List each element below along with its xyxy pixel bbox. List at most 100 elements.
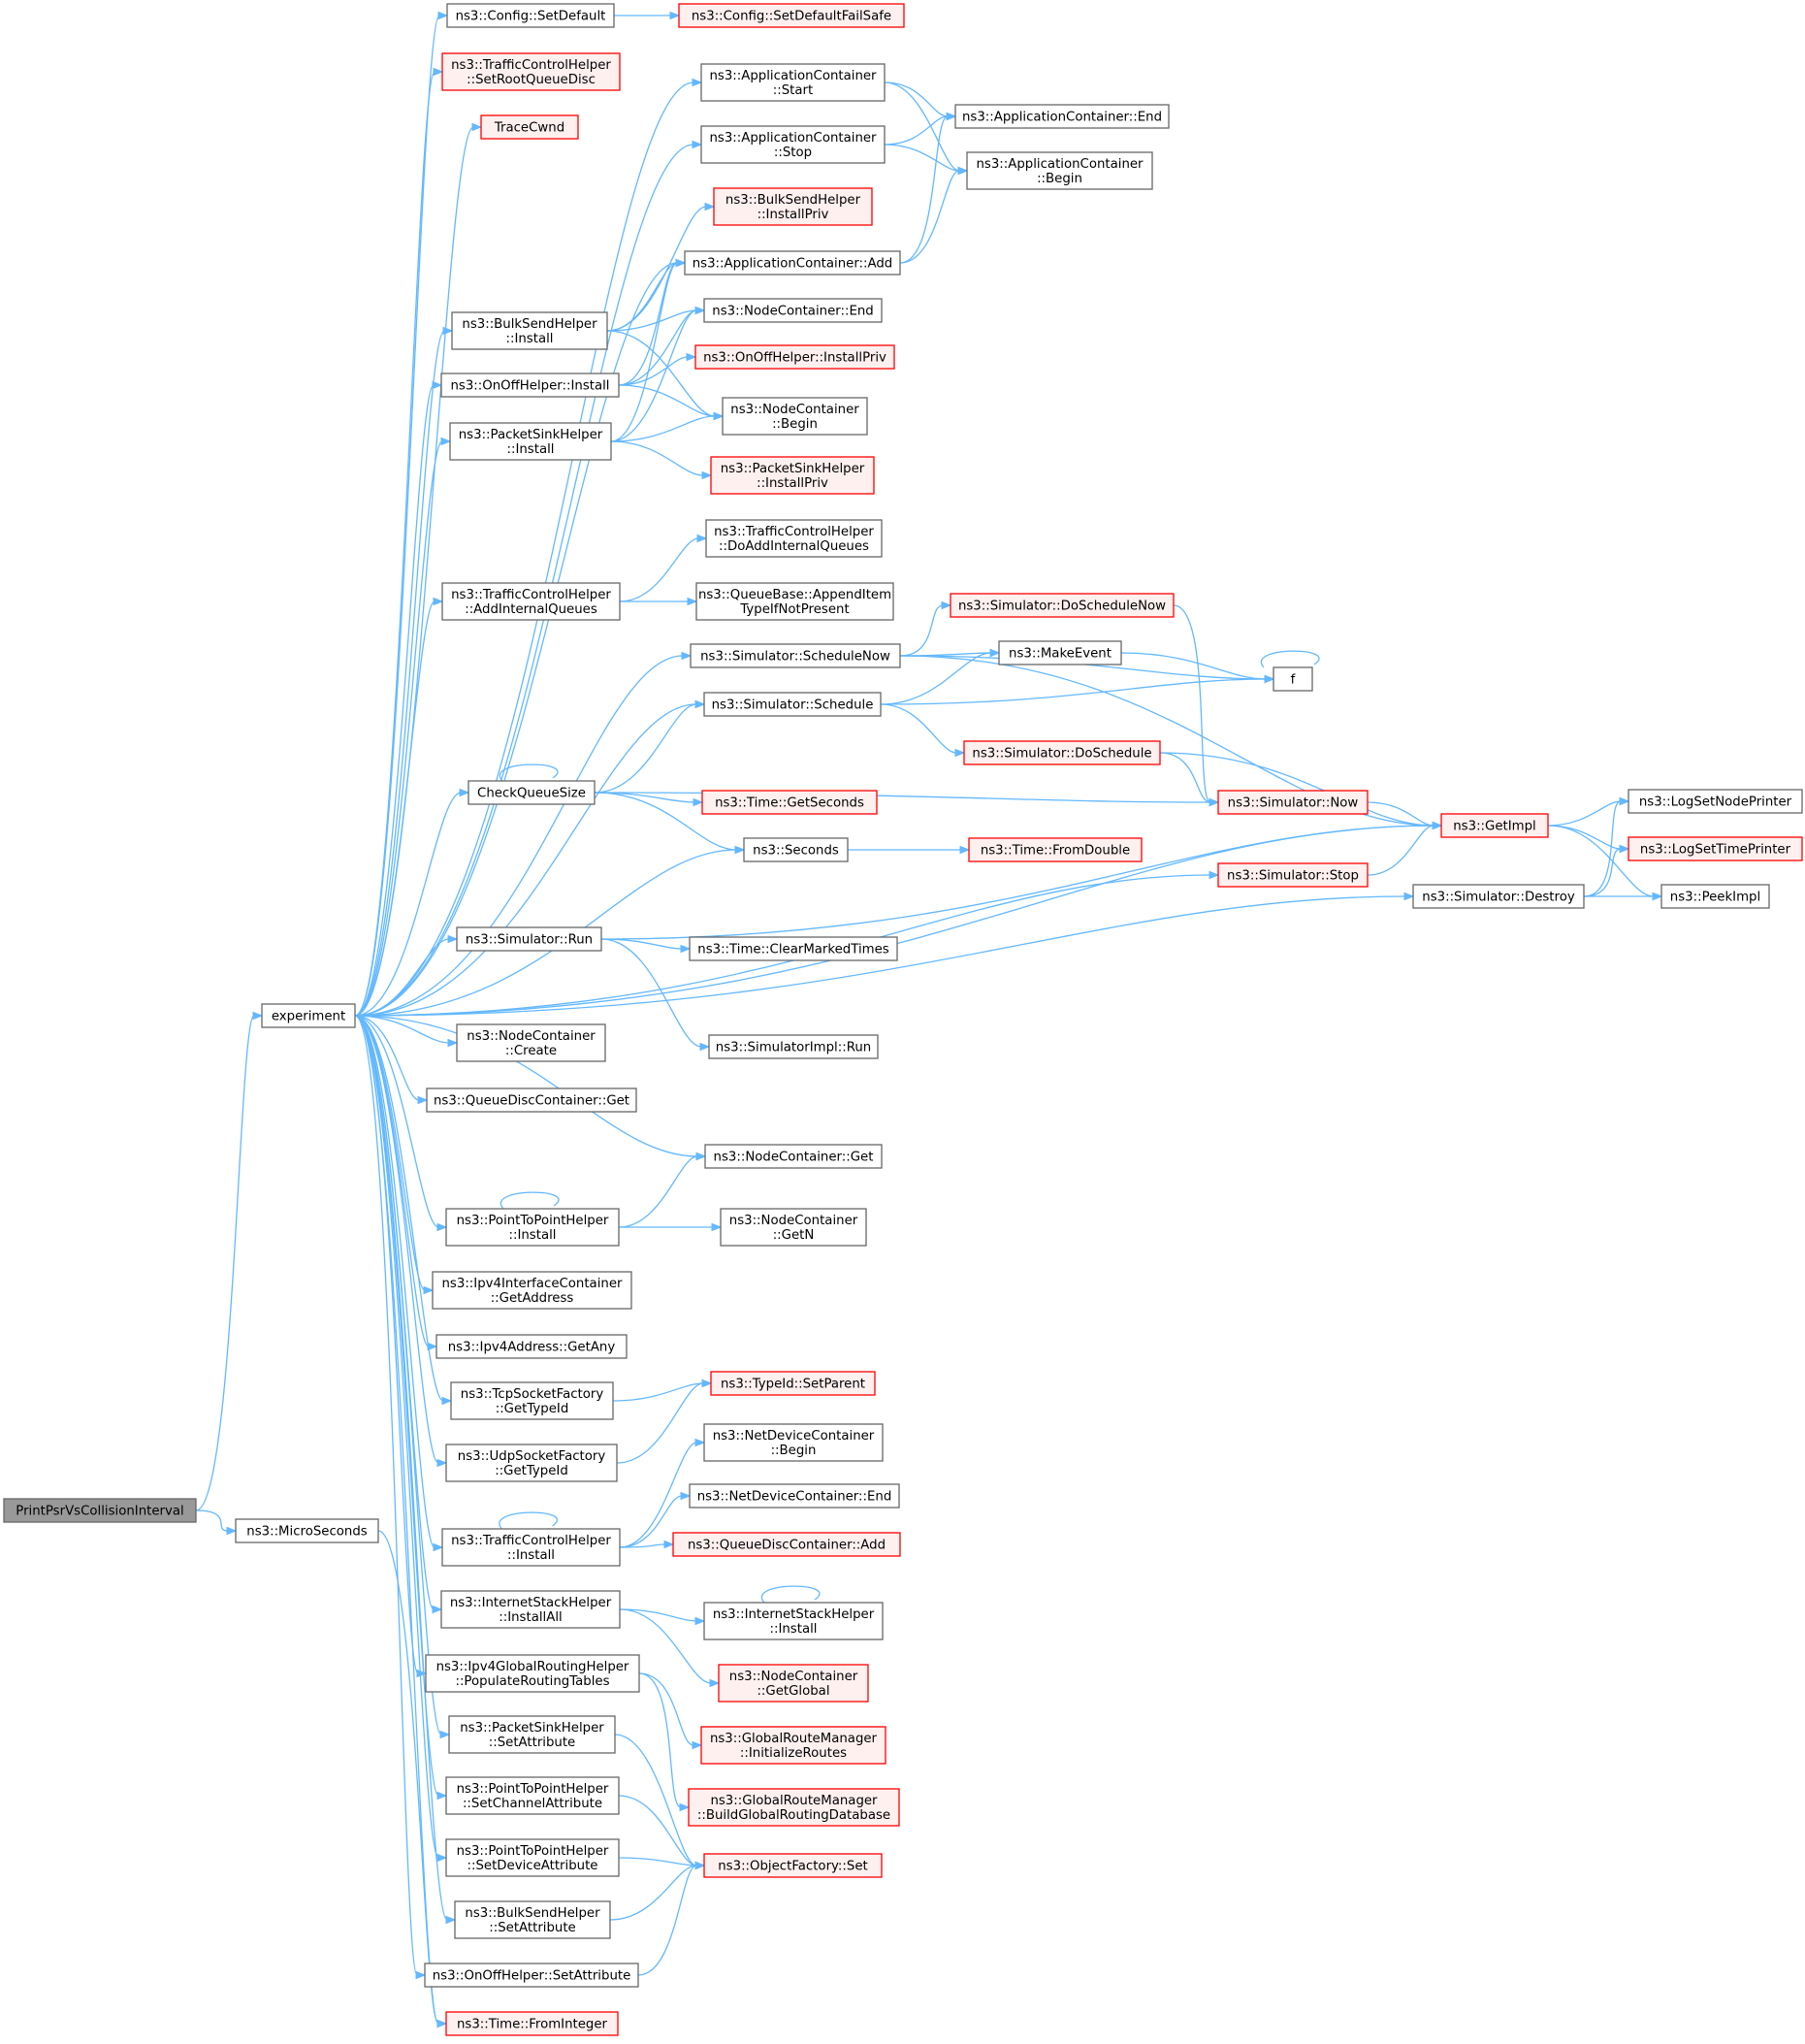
node-ns3-internetstackhelper-install[interactable]: ns3::InternetStackHelper::Install — [703, 1602, 884, 1640]
node-ns3-time-getseconds[interactable]: ns3::Time::GetSeconds — [701, 790, 878, 815]
node-ns3-time-clearmarkedtimes[interactable]: ns3::Time::ClearMarkedTimes — [689, 936, 898, 961]
node-ns3-bulksendhelper-install[interactable]: ns3::BulkSendHelper::Install — [451, 311, 608, 350]
node-ns3-simulator-now[interactable]: ns3::Simulator::Now — [1217, 790, 1369, 815]
node-label: ns3::NodeContainer::Get — [714, 1151, 874, 1165]
node-ns3-netdevicecontainer-end[interactable]: ns3::NetDeviceContainer::End — [689, 1483, 900, 1509]
node-ns3-applicationcontainer-add[interactable]: ns3::ApplicationContainer::Add — [684, 250, 901, 276]
node-ns3-trafficcontrolhelper-setrootqueuedisc[interactable]: ns3::TrafficControlHelper::SetRootQueueD… — [441, 52, 621, 91]
node-ns3-time-frominteger[interactable]: ns3::Time::FromInteger — [445, 2011, 619, 2036]
call-edge-simdestroy-to-logsetnode — [1583, 796, 1630, 897]
node-label: ns3::Simulator::Now — [1228, 796, 1359, 811]
node-ns3-simulatorimpl-run[interactable]: ns3::SimulatorImpl::Run — [708, 1034, 879, 1059]
call-edge-simsn-to-simdosn — [899, 600, 952, 657]
arrowhead-icon — [459, 788, 470, 797]
node-ns3-time-fromdouble[interactable]: ns3::Time::FromDouble — [968, 837, 1143, 862]
node-ns3-pointtopointhelper-setdeviceattribute[interactable]: ns3::PointToPointHelper::SetDeviceAttrib… — [445, 1838, 620, 1877]
node-ns3-globalroutemanager-initializeroutes[interactable]: ns3::GlobalRouteManager::InitializeRoute… — [700, 1726, 886, 1765]
node-ns3-onoffhelper-install[interactable]: ns3::OnOffHelper::Install — [440, 373, 620, 398]
node-ns3-trafficcontrolhelper-addinternalqueues[interactable]: ns3::TrafficControlHelper::AddInternalQu… — [441, 582, 621, 621]
node-label: ns3::Simulator::Stop — [1227, 869, 1359, 884]
node-label: ns3::MakeEvent — [1009, 647, 1112, 662]
node-f[interactable]: f — [1273, 666, 1313, 692]
node-ns3-typeid-setparent[interactable]: ns3::TypeId::SetParent — [710, 1371, 876, 1396]
node-experiment[interactable]: experiment — [261, 1003, 356, 1028]
call-edge-oohset-to-ofset — [637, 1861, 706, 1976]
arrowhead-icon — [687, 597, 698, 606]
node-ns3-config-setdefault[interactable]: ns3::Config::SetDefault — [446, 3, 615, 28]
node-ns3-applicationcontainer-start[interactable]: ns3::ApplicationContainer::Start — [700, 63, 886, 102]
node-ns3-peekimpl[interactable]: ns3::PeekImpl — [1660, 884, 1770, 909]
node-box — [694, 344, 895, 370]
node-ns3-onoffhelper-setattribute[interactable]: ns3::OnOffHelper::SetAttribute — [424, 1963, 639, 1988]
node-ns3-globalroutemanager-buildglobalroutingdatabase[interactable]: ns3::GlobalRouteManager::BuildGlobalRout… — [688, 1788, 900, 1827]
node-label: ::GetGlobal — [757, 1684, 829, 1699]
node-box — [480, 114, 579, 140]
node-ns3-nodecontainer-getn[interactable]: ns3::NodeContainer::GetN — [720, 1208, 867, 1247]
call-edge-experiment-to-qdcget — [354, 1015, 429, 1105]
node-ns3-internetstackhelper-installall[interactable]: ns3::InternetStackHelper::InstallAll — [440, 1590, 621, 1629]
node-ns3-logsettimeprinter[interactable]: ns3::LogSetTimePrinter — [1628, 836, 1803, 861]
node-ns3-simulator-doschedulenow[interactable]: ns3::Simulator::DoScheduleNow — [950, 593, 1175, 618]
node-label: ns3::ApplicationContainer — [709, 131, 877, 146]
node-ns3-nodecontainer-getglobal[interactable]: ns3::NodeContainer::GetGlobal — [718, 1664, 869, 1703]
edge-line — [354, 1015, 444, 1402]
node-label: ns3::OnOffHelper::SetAttribute — [433, 1969, 631, 1984]
node-ns3-pointtopointhelper-install[interactable]: ns3::PointToPointHelper::Install — [445, 1208, 620, 1247]
arrowhead-icon — [663, 1540, 675, 1549]
node-ns3-queuedisccontainer-get[interactable]: ns3::QueueDiscContainer::Get — [426, 1087, 637, 1113]
edge-line — [618, 356, 689, 386]
node-label: ns3::LogSetTimePrinter — [1640, 843, 1791, 858]
node-ns3-seconds[interactable]: ns3::Seconds — [743, 837, 849, 862]
node-ns3-simulator-schedule[interactable]: ns3::Simulator::Schedule — [703, 692, 882, 717]
node-label: ::Stop — [774, 146, 812, 160]
node-checkqueuesize[interactable]: CheckQueueSize — [467, 780, 596, 805]
node-ns3-config-setdefaultfailsafe[interactable]: ns3::Config::SetDefaultFailSafe — [678, 3, 905, 28]
edge-line — [1547, 825, 1622, 850]
node-ns3-applicationcontainer-begin[interactable]: ns3::ApplicationContainer::Begin — [966, 151, 1153, 190]
node-ns3-packetsinkhelper-install[interactable]: ns3::PacketSinkHelper::Install — [449, 422, 612, 461]
node-ns3-queuebase-appenditemtypeifnotpresent[interactable]: ns3::QueueBase::AppendItemTypeIfNotPrese… — [695, 582, 894, 621]
call-edge-bshinst-to-acadd — [606, 258, 687, 332]
node-ns3-applicationcontainer-stop[interactable]: ns3::ApplicationContainer::Stop — [700, 125, 886, 164]
node-ns3-bulksendhelper-setattribute[interactable]: ns3::BulkSendHelper::SetAttribute — [454, 1900, 611, 1939]
node-ns3-simulator-destroy[interactable]: ns3::Simulator::Destroy — [1412, 884, 1585, 909]
node-ns3-applicationcontainer-end[interactable]: ns3::ApplicationContainer::End — [954, 104, 1170, 129]
node-ns3-onoffhelper-installpriv[interactable]: ns3::OnOffHelper::InstallPriv — [694, 344, 895, 370]
node-ns3-bulksendhelper-installpriv[interactable]: ns3::BulkSendHelper::InstallPriv — [713, 187, 873, 226]
node-box — [703, 1423, 884, 1462]
call-edge-pshinst-to-ncbegin — [610, 411, 725, 442]
node-ns3-nodecontainer-create[interactable]: ns3::NodeContainer::Create — [456, 1023, 606, 1062]
node-ns3-logsetnodeprinter[interactable]: ns3::LogSetNodePrinter — [1628, 789, 1803, 814]
node-ns3-tcpsocketfactory-gettypeid[interactable]: ns3::TcpSocketFactory::GetTypeId — [450, 1381, 614, 1420]
node-ns3-packetsinkhelper-setattribute[interactable]: ns3::PacketSinkHelper::SetAttribute — [448, 1715, 616, 1754]
node-ns3-nodecontainer-get[interactable]: ns3::NodeContainer::Get — [704, 1144, 883, 1169]
node-ns3-microseconds[interactable]: ns3::MicroSeconds — [235, 1518, 379, 1543]
node-printpsrvscollisioninterval[interactable]: PrintPsrVsCollisionInterval — [3, 1498, 197, 1523]
arrowhead-icon — [436, 1222, 448, 1232]
node-ns3-trafficcontrolhelper-install[interactable]: ns3::TrafficControlHelper::Install — [441, 1528, 621, 1567]
node-ns3-getimpl[interactable]: ns3::GetImpl — [1440, 813, 1549, 838]
node-ns3-simulator-run[interactable]: ns3::Simulator::Run — [456, 926, 602, 952]
node-ns3-simulator-stop[interactable]: ns3::Simulator::Stop — [1217, 862, 1369, 888]
node-ns3-pointtopointhelper-setchannelattribute[interactable]: ns3::PointToPointHelper::SetChannelAttri… — [445, 1776, 620, 1815]
node-ns3-nodecontainer-begin[interactable]: ns3::NodeContainer::Begin — [722, 397, 868, 436]
node-ns3-simulator-schedulenow[interactable]: ns3::Simulator::ScheduleNow — [690, 643, 901, 668]
node-tracecwnd[interactable]: TraceCwnd — [480, 114, 579, 140]
node-ns3-ipv4interfacecontainer-getaddress[interactable]: ns3::Ipv4InterfaceContainer::GetAddress — [432, 1271, 632, 1310]
call-edge-ishall-to-ishinstall — [619, 1608, 706, 1626]
edge-line — [354, 1015, 698, 1157]
node-ns3-trafficcontrolhelper-doaddinternalqueues[interactable]: ns3::TrafficControlHelper::DoAddInternal… — [705, 519, 883, 558]
node-ns3-packetsinkhelper-installpriv[interactable]: ns3::PacketSinkHelper::InstallPriv — [710, 456, 875, 495]
node-ns3-queuedisccontainer-add[interactable]: ns3::QueueDiscContainer::Add — [672, 1532, 901, 1557]
node-box — [1628, 789, 1803, 814]
node-ns3-makeevent[interactable]: ns3::MakeEvent — [998, 640, 1122, 665]
node-ns3-simulator-doschedule[interactable]: ns3::Simulator::DoSchedule — [963, 740, 1161, 765]
node-ns3-nodecontainer-end[interactable]: ns3::NodeContainer::End — [703, 298, 883, 323]
node-ns3-udpsocketfactory-gettypeid[interactable]: ns3::UdpSocketFactory::GetTypeId — [445, 1444, 618, 1482]
node-ns3-netdevicecontainer-begin[interactable]: ns3::NetDeviceContainer::Begin — [703, 1423, 884, 1462]
node-ns3-ipv4address-getany[interactable]: ns3::Ipv4Address::GetAny — [435, 1334, 628, 1359]
arrowhead-icon — [1264, 674, 1275, 684]
node-ns3-objectfactory-set[interactable]: ns3::ObjectFactory::Set — [703, 1853, 883, 1878]
node-ns3-ipv4globalroutinghelper-populateroutingtables[interactable]: ns3::Ipv4GlobalRoutingHelper::PopulateRo… — [425, 1654, 640, 1693]
node-label: ns3::TrafficControlHelper — [451, 58, 611, 73]
